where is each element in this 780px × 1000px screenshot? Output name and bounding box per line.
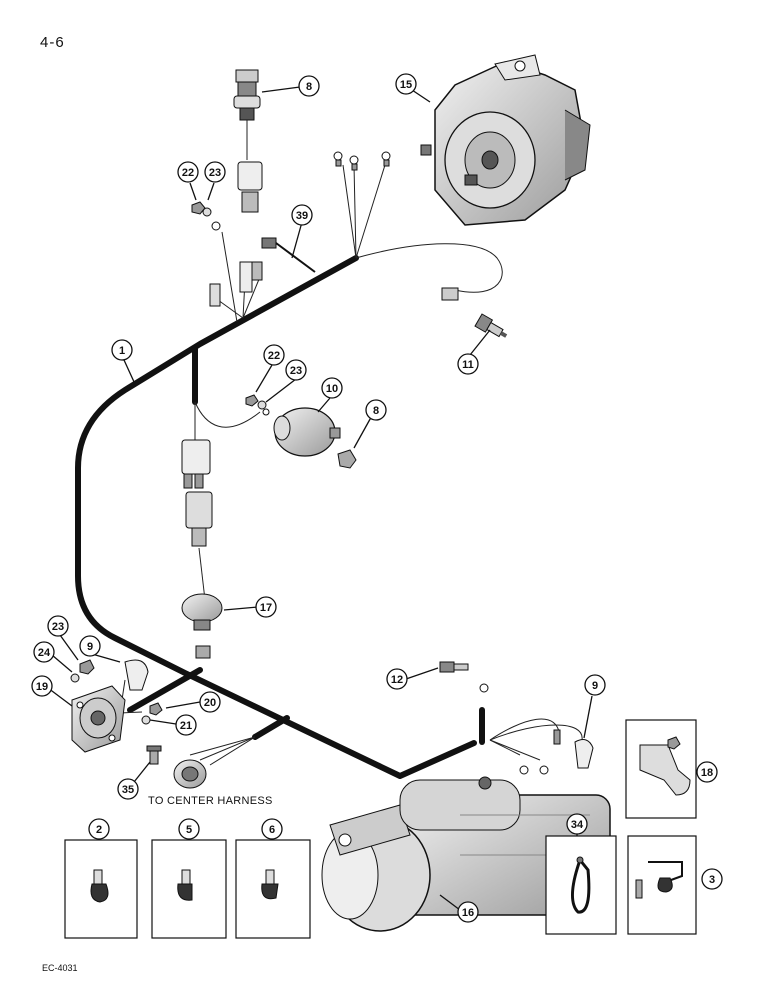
bracket-18 bbox=[639, 736, 691, 796]
callout-22b: 22 bbox=[268, 350, 280, 362]
ring-terminal-top bbox=[211, 221, 221, 231]
callout-39: 39 bbox=[296, 210, 308, 222]
callout-35: 35 bbox=[122, 784, 134, 796]
nut-22-top bbox=[191, 201, 206, 215]
callout-21: 21 bbox=[180, 720, 192, 732]
cable-strap-34 bbox=[571, 856, 591, 914]
washer-23-low bbox=[70, 673, 80, 683]
temperature-sender-12 bbox=[474, 313, 508, 338]
callout-23c: 24 bbox=[38, 647, 51, 659]
temperature-sensor-39 bbox=[261, 237, 316, 273]
pressure-sender-top bbox=[233, 69, 261, 121]
figure-code: EC-4031 bbox=[42, 963, 78, 973]
washer-21 bbox=[141, 715, 151, 725]
clip-6 bbox=[261, 869, 279, 900]
callout-9a: 9 bbox=[87, 641, 93, 653]
callout-numbers: 8 15 22 23 39 1 22 23 10 8 11 17 23 9 24… bbox=[36, 79, 715, 923]
ring-terminals-starter bbox=[479, 683, 561, 775]
callout-22a: 22 bbox=[182, 167, 194, 179]
callout-23a: 23 bbox=[209, 167, 221, 179]
callout-6: 6 bbox=[269, 824, 275, 836]
callout-5: 5 bbox=[186, 824, 192, 836]
callouts bbox=[31, 73, 723, 927]
washer-23-top bbox=[202, 207, 212, 217]
connector-right bbox=[441, 287, 459, 301]
plug-to-center-harness bbox=[173, 759, 207, 789]
callout-23b: 23 bbox=[290, 365, 302, 377]
clip-5 bbox=[177, 869, 193, 901]
callout-2: 2 bbox=[96, 824, 102, 836]
harness-note: TO CENTER HARNESS bbox=[148, 795, 273, 807]
callout-18: 18 bbox=[701, 767, 713, 779]
clip-2 bbox=[90, 869, 109, 903]
nut-20 bbox=[149, 702, 163, 716]
receptacle-19 bbox=[71, 685, 126, 753]
pressure-sender-10 bbox=[273, 407, 341, 457]
ring-terminals-alt bbox=[333, 151, 391, 171]
fitting-8 bbox=[337, 449, 357, 469]
callout-1: 1 bbox=[119, 345, 125, 357]
callout-11: 8 bbox=[306, 81, 312, 93]
callout-9b: 9 bbox=[592, 680, 598, 692]
callout-20: 20 bbox=[204, 697, 216, 709]
sender-plug bbox=[237, 161, 263, 213]
page-number: 4-6 bbox=[40, 34, 65, 51]
nut-22-mid bbox=[245, 394, 259, 407]
branch-wires bbox=[119, 164, 583, 766]
nut-22-low bbox=[79, 659, 95, 675]
connector-pair bbox=[181, 439, 213, 547]
sensor-13 bbox=[439, 661, 469, 673]
bracket-3 bbox=[635, 861, 683, 899]
alternator bbox=[420, 54, 591, 226]
boot-9-right bbox=[574, 739, 594, 769]
callout-16: 16 bbox=[462, 907, 474, 919]
boot-9-left bbox=[124, 659, 149, 691]
main-harness bbox=[75, 255, 485, 779]
callout-17: 17 bbox=[260, 602, 272, 614]
callout-10: 10 bbox=[326, 383, 338, 395]
bolt-35 bbox=[146, 745, 162, 765]
connectors-upper bbox=[209, 261, 263, 307]
callout-13: 12 bbox=[391, 674, 403, 686]
callout-22c: 23 bbox=[52, 621, 64, 633]
washer-23-mid bbox=[257, 400, 270, 416]
callout-12: 11 bbox=[462, 359, 474, 371]
callout-8: 8 bbox=[373, 405, 379, 417]
callout-19: 19 bbox=[36, 681, 48, 693]
callout-34: 34 bbox=[571, 819, 584, 831]
oil-pressure-switch-17 bbox=[181, 593, 223, 659]
callout-3: 3 bbox=[709, 874, 715, 886]
callout-15: 15 bbox=[400, 79, 412, 91]
